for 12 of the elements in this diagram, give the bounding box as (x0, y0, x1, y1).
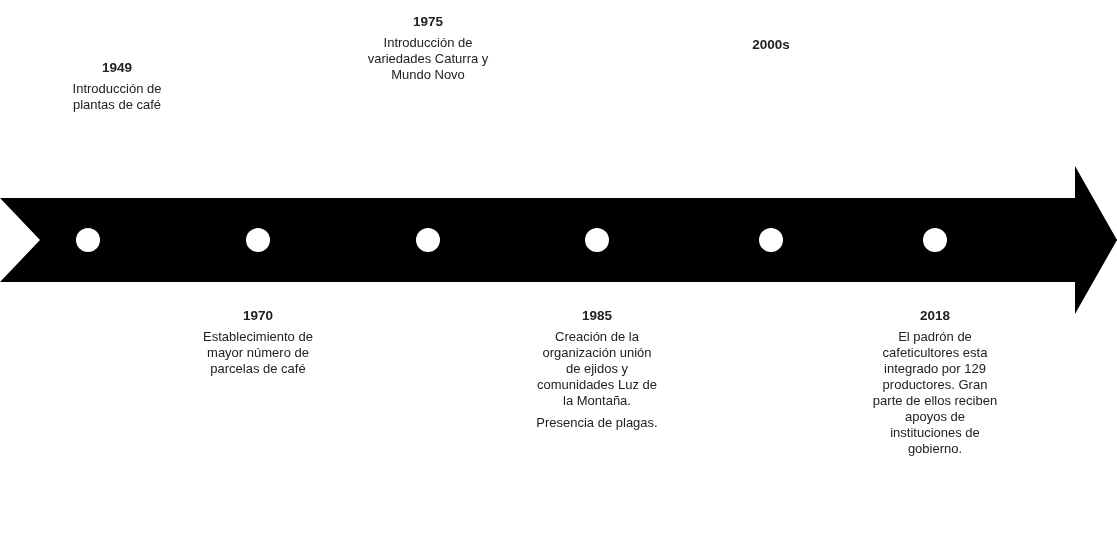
event-description: Creación de la organización unión de ejidos y comunidades Luz de la Montaña. (536, 329, 658, 409)
year-label: 2018 (918, 308, 951, 324)
event-description: Introducción de variedades Caturra y Mundo Novo (366, 35, 490, 83)
year-label: 1985 (580, 308, 613, 324)
event-description: Introducción de plantas de café (71, 81, 163, 113)
year-label: 1975 (411, 14, 444, 30)
event-description: El padrón de cafeticultores esta integrado por 129 productores. Gran parte de ellos reciben apoyos de instituciones de gobierno. (872, 329, 998, 457)
event-description: Presencia de plagas. (535, 415, 659, 431)
event-description: Establecimiento de mayor número de parcelas de café (202, 329, 314, 377)
year-label: 2000s (751, 37, 791, 53)
year-label: 1970 (241, 308, 274, 324)
year-label: 1949 (100, 60, 133, 76)
